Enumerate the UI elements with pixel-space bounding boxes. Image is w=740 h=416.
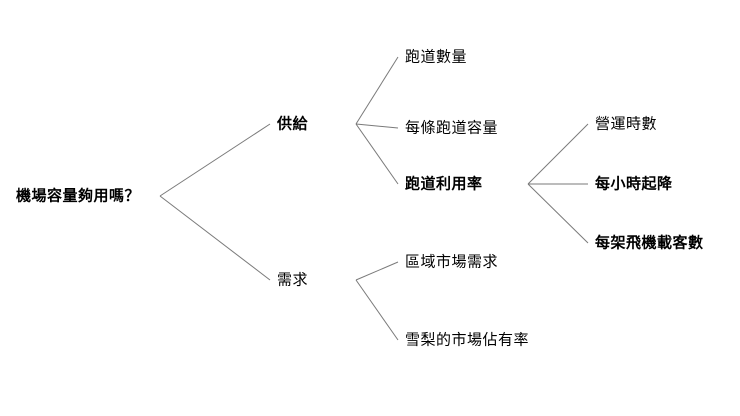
- node-sydney-market-share[interactable]: 雪梨的市場佔有率: [405, 330, 530, 349]
- edge-supply-capacity: [355, 123, 399, 129]
- edge-util-passengers: [527, 183, 589, 244]
- edge-root-supply: [159, 123, 271, 197]
- edge-supply-utilization: [355, 123, 399, 185]
- edge-supply-runway-count: [355, 56, 399, 125]
- node-demand[interactable]: 需求: [277, 270, 309, 289]
- node-operating-hours[interactable]: 營運時數: [595, 114, 658, 133]
- edge-demand-regional: [355, 261, 399, 281]
- node-movements-per-hour[interactable]: 每小時起降: [595, 174, 673, 193]
- node-root[interactable]: 機場容量夠用嗎？: [16, 186, 141, 205]
- node-supply[interactable]: 供給: [277, 114, 309, 133]
- node-runway-utilization[interactable]: 跑道利用率: [405, 174, 483, 193]
- node-passengers-per-aircraft[interactable]: 每架飛機載客數: [595, 233, 704, 252]
- edge-demand-sydney: [355, 279, 399, 341]
- node-runway-count[interactable]: 跑道數量: [405, 47, 468, 66]
- node-capacity-per-runway[interactable]: 每條跑道容量: [405, 118, 499, 137]
- edge-util-hours: [527, 123, 589, 185]
- edge-root-demand: [159, 195, 271, 281]
- node-regional-market-demand[interactable]: 區域市場需求: [405, 252, 499, 271]
